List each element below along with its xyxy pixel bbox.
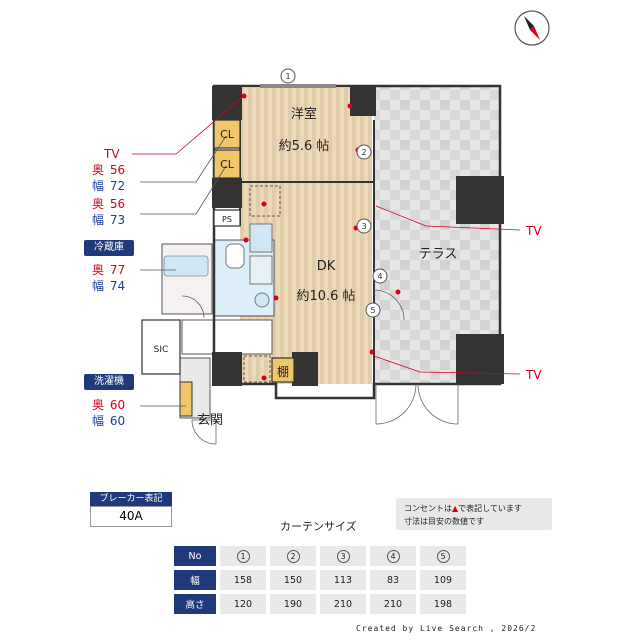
washer-dimensions: 奥 60 幅 60 — [92, 397, 125, 429]
closet-2-width-label: 幅 — [92, 213, 105, 227]
fridge-depth-label: 奥 — [92, 263, 105, 277]
row-width-header: 幅 — [174, 570, 216, 590]
tv-label-left: TV — [104, 147, 120, 161]
curtain-no-1: 1 — [236, 549, 250, 563]
closet-2-depth-value: 56 — [109, 197, 126, 211]
washer-width-value: 60 — [109, 414, 126, 428]
washer-width-label: 幅 — [92, 414, 105, 428]
window-marker-5: 5 — [370, 306, 375, 315]
window-marker-2: 2 — [361, 148, 366, 157]
washer-depth-value: 60 — [109, 398, 126, 412]
floor-plan: 1 2 3 4 5 洋室 約5.6 帖 DK 約10.6 帖 テラス CL CL… — [132, 68, 542, 445]
curtain-height-2: 190 — [270, 594, 316, 614]
shelf-label: 棚 — [277, 364, 289, 379]
curtain-no-5: 5 — [436, 549, 450, 563]
closet-1-dimensions: 奥 56 幅 72 — [92, 162, 125, 194]
washer-badge: 洗濯機 — [84, 374, 134, 390]
tv-label-right-1: TV — [525, 224, 542, 238]
curtain-height-3: 210 — [320, 594, 366, 614]
closet-2-depth-label: 奥 — [92, 197, 105, 211]
window-marker-3: 3 — [361, 222, 366, 231]
note-line-1b: で表記しています — [458, 504, 522, 513]
curtain-height-1: 120 — [220, 594, 266, 614]
ps-label: PS — [222, 215, 232, 224]
curtain-width-5: 109 — [420, 570, 466, 590]
compass-icon — [514, 10, 550, 46]
curtain-height-4: 210 — [370, 594, 416, 614]
sic-label: SIC — [154, 345, 169, 355]
window-marker-4: 4 — [377, 272, 382, 281]
closet-1-depth-label: 奥 — [92, 163, 105, 177]
fridge-depth-value: 77 — [109, 263, 126, 277]
table-row: 幅 158 150 113 83 109 — [174, 570, 466, 590]
row-no-header: No — [174, 546, 216, 566]
washer-depth-label: 奥 — [92, 398, 105, 412]
curtain-title: カーテンサイズ — [280, 520, 357, 533]
footer-credit: Created by Live Search , 2026/2 — [356, 624, 537, 633]
closet-1-depth-value: 56 — [109, 163, 126, 177]
closet-2-width-value: 73 — [109, 213, 126, 227]
note-line-2: 寸法は目安の数値です — [404, 517, 484, 526]
entrance-label: 玄関 — [197, 413, 223, 428]
curtain-width-4: 83 — [370, 570, 416, 590]
curtain-no-2: 2 — [286, 549, 300, 563]
terrace-label: テラス — [419, 247, 458, 262]
window-marker-1: 1 — [285, 72, 290, 81]
fridge-width-value: 74 — [109, 279, 126, 293]
curtain-table: No 1 2 3 4 5 幅 158 150 113 83 109 高さ 120… — [170, 542, 470, 618]
outlet-marker-icon: ▲ — [452, 504, 459, 513]
fridge-badge: 冷蔵庫 — [84, 240, 134, 256]
dk-label: DK — [317, 259, 336, 274]
curtain-width-1: 158 — [220, 570, 266, 590]
note-line-1a: コンセントは — [404, 504, 452, 513]
closet-1-width-value: 72 — [109, 179, 126, 193]
curtain-height-5: 198 — [420, 594, 466, 614]
curtain-no-3: 3 — [336, 549, 350, 563]
curtain-no-4: 4 — [386, 549, 400, 563]
closet-b-label: CL — [220, 158, 235, 171]
fridge-dimensions: 奥 77 幅 74 — [92, 262, 125, 294]
tv-label-right-2: TV — [525, 368, 542, 382]
fridge-width-label: 幅 — [92, 279, 105, 293]
closet-2-dimensions: 奥 56 幅 73 — [92, 196, 125, 228]
dk-size: 約10.6 帖 — [296, 289, 355, 304]
note-box: コンセントは▲で表記しています 寸法は目安の数値です — [396, 498, 552, 530]
row-height-header: 高さ — [174, 594, 216, 614]
breaker-box: ブレーカー表記 40A — [90, 492, 172, 527]
closet-a-label: CL — [220, 128, 235, 141]
table-row: 高さ 120 190 210 210 198 — [174, 594, 466, 614]
table-row: No 1 2 3 4 5 — [174, 546, 466, 566]
breaker-title: ブレーカー表記 — [90, 492, 172, 506]
western-room-size: 約5.6 帖 — [279, 139, 330, 154]
breaker-value: 40A — [90, 506, 172, 527]
closet-1-width-label: 幅 — [92, 179, 105, 193]
curtain-width-3: 113 — [320, 570, 366, 590]
curtain-width-2: 150 — [270, 570, 316, 590]
western-room-label: 洋室 — [291, 106, 317, 122]
